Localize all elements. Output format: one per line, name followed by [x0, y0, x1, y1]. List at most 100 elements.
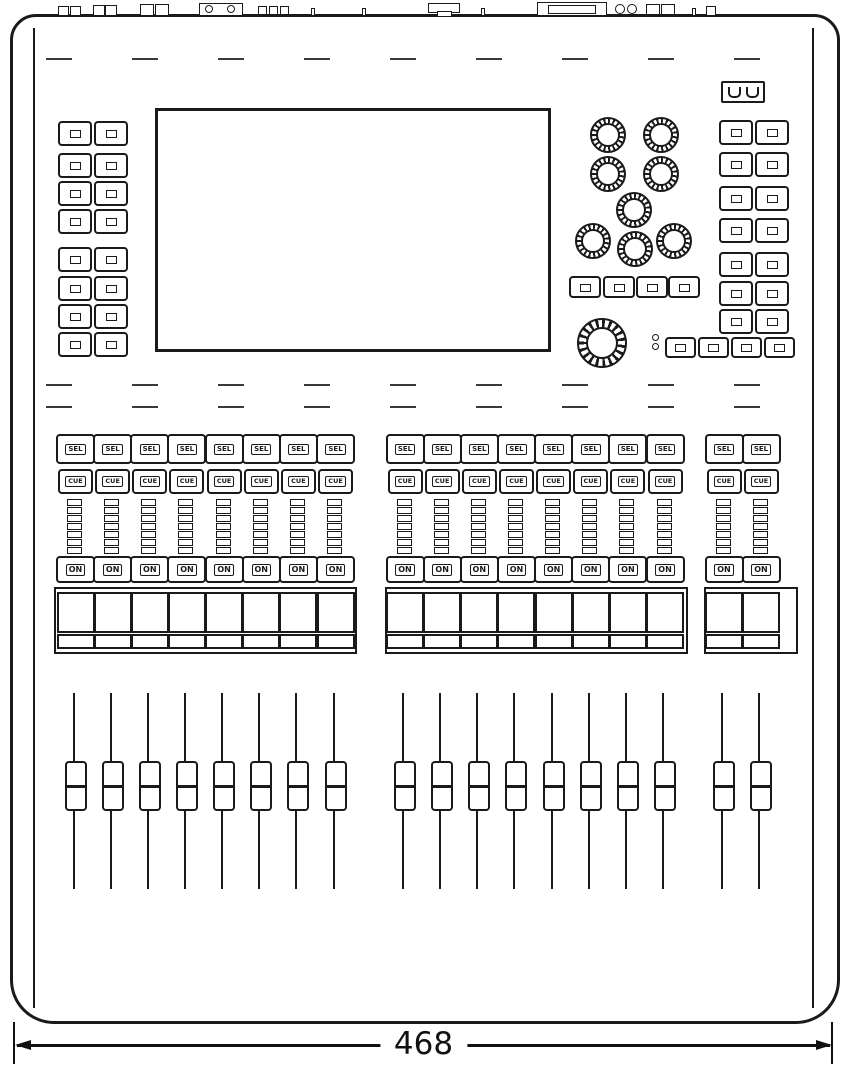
- left-panel-button-r2c2[interactable]: [94, 153, 128, 178]
- sel-button-channel-group-1-ch6[interactable]: SEL: [241, 434, 281, 464]
- cue-button-channel-group-2-ch4[interactable]: CUE: [498, 469, 534, 494]
- fader-cap-channel-group-1-ch1[interactable]: [64, 761, 87, 811]
- fader-cap-channel-group-2-ch3[interactable]: [468, 761, 491, 811]
- cue-button-channel-group-2-ch2[interactable]: CUE: [424, 469, 460, 494]
- cue-button-channel-group-2-ch6[interactable]: CUE: [573, 469, 609, 494]
- fader-cap-channel-group-1-ch7[interactable]: [287, 761, 310, 811]
- rotary-knob-5[interactable]: [616, 192, 652, 228]
- on-button-channel-group-1-ch6[interactable]: ON: [241, 556, 281, 583]
- cue-button-channel-group-1-ch5[interactable]: CUE: [206, 469, 242, 494]
- fader-cap-channel-group-2-ch5[interactable]: [542, 761, 565, 811]
- cue-button-channel-group-2-ch1[interactable]: CUE: [387, 469, 423, 494]
- fader-cap-channel-group-1-ch3[interactable]: [138, 761, 161, 811]
- function-button-3[interactable]: [636, 276, 668, 298]
- sel-button-channel-group-1-ch5[interactable]: SEL: [204, 434, 244, 464]
- touchscreen-display[interactable]: [155, 108, 551, 352]
- right-panel-button-r7c2[interactable]: [755, 309, 789, 334]
- rotary-knob-1[interactable]: [590, 117, 626, 153]
- left-panel-button-r6c1[interactable]: [58, 276, 92, 301]
- on-button-channel-group-1-ch1[interactable]: ON: [56, 556, 95, 583]
- right-panel-button-r2c1[interactable]: [719, 152, 753, 177]
- cue-button-channel-group-1-ch3[interactable]: CUE: [132, 469, 168, 494]
- left-panel-button-r5c2[interactable]: [94, 247, 128, 272]
- rotary-knob-7[interactable]: [617, 231, 653, 267]
- cue-button-channel-group-1-ch8[interactable]: CUE: [318, 469, 354, 494]
- sel-button-master-group-ch2[interactable]: SEL: [741, 434, 781, 464]
- on-button-channel-group-1-ch8[interactable]: ON: [316, 556, 356, 583]
- cue-button-master-group-ch2[interactable]: CUE: [743, 469, 779, 494]
- cue-button-channel-group-1-ch4[interactable]: CUE: [169, 469, 205, 494]
- sel-button-channel-group-2-ch5[interactable]: SEL: [534, 434, 574, 464]
- on-button-channel-group-2-ch7[interactable]: ON: [608, 556, 648, 583]
- cue-button-master-group-ch1[interactable]: CUE: [706, 469, 742, 494]
- master-side-button-4[interactable]: [764, 337, 795, 358]
- cue-button-channel-group-2-ch7[interactable]: CUE: [610, 469, 646, 494]
- right-panel-button-r4c2[interactable]: [755, 218, 789, 243]
- right-panel-button-r2c2[interactable]: [755, 152, 789, 177]
- left-panel-button-r4c2[interactable]: [94, 209, 128, 234]
- left-panel-button-r3c2[interactable]: [94, 181, 128, 206]
- rotary-knob-2[interactable]: [643, 117, 679, 153]
- right-panel-button-r3c1[interactable]: [719, 186, 753, 211]
- on-button-channel-group-1-ch2[interactable]: ON: [93, 556, 133, 583]
- master-knob[interactable]: [577, 318, 627, 368]
- cue-button-channel-group-1-ch1[interactable]: CUE: [58, 469, 93, 494]
- left-panel-button-r4c1[interactable]: [58, 209, 92, 234]
- function-button-1[interactable]: [569, 276, 601, 298]
- fader-cap-channel-group-2-ch7[interactable]: [616, 761, 639, 811]
- fader-cap-channel-group-2-ch8[interactable]: [654, 761, 677, 811]
- right-panel-button-r1c1[interactable]: [719, 120, 753, 145]
- master-side-button-2[interactable]: [698, 337, 729, 358]
- left-panel-button-r2c1[interactable]: [58, 153, 92, 178]
- sel-button-channel-group-1-ch2[interactable]: SEL: [93, 434, 133, 464]
- right-panel-button-r3c2[interactable]: [755, 186, 789, 211]
- sel-button-channel-group-1-ch7[interactable]: SEL: [278, 434, 318, 464]
- right-panel-button-r7c1[interactable]: [719, 309, 753, 334]
- left-panel-button-r1c1[interactable]: [58, 121, 92, 146]
- sel-button-channel-group-2-ch4[interactable]: SEL: [496, 434, 536, 464]
- rotary-knob-6[interactable]: [575, 223, 611, 259]
- left-panel-button-r8c1[interactable]: [58, 332, 92, 357]
- left-panel-button-r1c2[interactable]: [94, 121, 128, 146]
- right-panel-button-r6c1[interactable]: [719, 281, 753, 306]
- fader-cap-master-group-ch1[interactable]: [713, 761, 735, 811]
- function-button-4[interactable]: [668, 276, 700, 298]
- sel-button-channel-group-1-ch8[interactable]: SEL: [316, 434, 356, 464]
- sel-button-channel-group-1-ch4[interactable]: SEL: [167, 434, 207, 464]
- fader-cap-master-group-ch2[interactable]: [750, 761, 772, 811]
- sel-button-master-group-ch1[interactable]: SEL: [704, 434, 744, 464]
- on-button-channel-group-2-ch8[interactable]: ON: [645, 556, 685, 583]
- left-panel-button-r7c1[interactable]: [58, 304, 92, 329]
- rotary-knob-3[interactable]: [590, 156, 626, 192]
- rotary-knob-8[interactable]: [656, 223, 692, 259]
- cue-button-channel-group-2-ch5[interactable]: CUE: [536, 469, 572, 494]
- cue-button-channel-group-1-ch2[interactable]: CUE: [95, 469, 131, 494]
- fader-cap-channel-group-2-ch4[interactable]: [505, 761, 528, 811]
- sel-button-channel-group-2-ch3[interactable]: SEL: [459, 434, 499, 464]
- on-button-channel-group-1-ch4[interactable]: ON: [167, 556, 207, 583]
- cue-button-channel-group-2-ch8[interactable]: CUE: [647, 469, 683, 494]
- on-button-channel-group-2-ch6[interactable]: ON: [571, 556, 611, 583]
- on-button-master-group-ch2[interactable]: ON: [741, 556, 781, 583]
- left-panel-button-r7c2[interactable]: [94, 304, 128, 329]
- cue-button-channel-group-1-ch6[interactable]: CUE: [243, 469, 279, 494]
- fader-cap-channel-group-2-ch1[interactable]: [394, 761, 416, 811]
- fader-cap-channel-group-1-ch4[interactable]: [175, 761, 198, 811]
- function-button-2[interactable]: [603, 276, 635, 298]
- right-panel-button-r5c2[interactable]: [755, 252, 789, 277]
- on-button-channel-group-2-ch4[interactable]: ON: [496, 556, 536, 583]
- sel-button-channel-group-2-ch6[interactable]: SEL: [571, 434, 611, 464]
- cue-button-channel-group-2-ch3[interactable]: CUE: [461, 469, 497, 494]
- left-panel-button-r5c1[interactable]: [58, 247, 92, 272]
- master-side-button-3[interactable]: [731, 337, 762, 358]
- right-panel-button-r5c1[interactable]: [719, 252, 753, 277]
- fader-cap-channel-group-2-ch6[interactable]: [579, 761, 602, 811]
- left-panel-button-r6c2[interactable]: [94, 276, 128, 301]
- fader-cap-channel-group-2-ch2[interactable]: [431, 761, 454, 811]
- right-panel-button-r4c1[interactable]: [719, 218, 753, 243]
- fader-cap-channel-group-1-ch6[interactable]: [250, 761, 273, 811]
- sel-button-channel-group-2-ch8[interactable]: SEL: [645, 434, 685, 464]
- rotary-knob-4[interactable]: [643, 156, 679, 192]
- right-panel-button-r6c2[interactable]: [755, 281, 789, 306]
- fader-cap-channel-group-1-ch8[interactable]: [324, 761, 347, 811]
